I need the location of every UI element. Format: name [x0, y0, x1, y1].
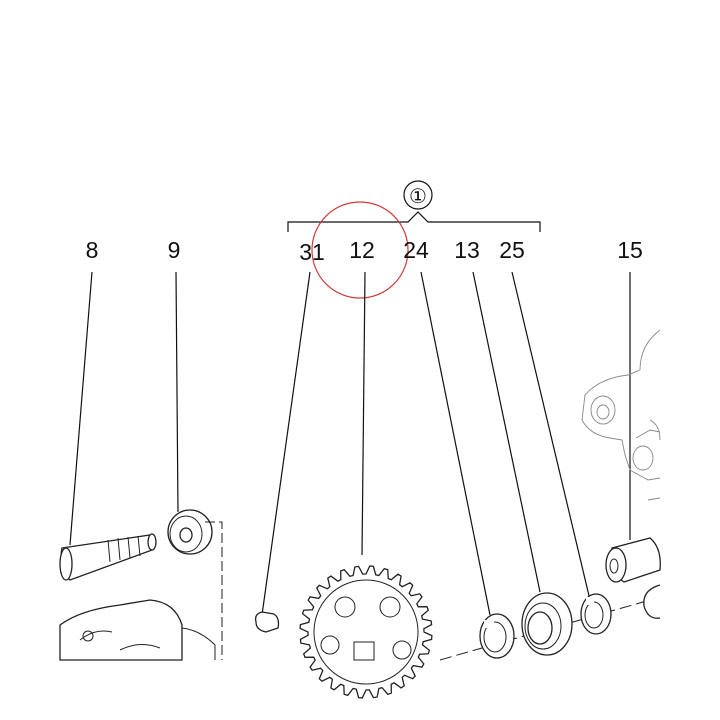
callout-12: 12: [349, 237, 375, 263]
leader-25: [511, 271, 591, 601]
center-line-left: [205, 521, 223, 660]
svg-text:①: ①: [409, 186, 427, 208]
part-31-key: [254, 611, 280, 633]
callout-8: 8: [86, 237, 99, 263]
part-12-gear: [299, 565, 433, 699]
part-24-snap-ring: [479, 613, 515, 659]
housing-top-right: [581, 329, 661, 501]
leader-31: [261, 271, 311, 616]
callout-31: 31: [299, 239, 325, 265]
part-25-snap-ring: [580, 593, 612, 635]
leader-13: [472, 271, 541, 593]
part-13-bearing: [521, 592, 573, 656]
leader-9: [175, 271, 179, 513]
highlight-circle: [311, 201, 409, 299]
callout-9: 9: [168, 237, 181, 263]
o-ring-right: [643, 584, 661, 619]
leader-8: [69, 271, 93, 546]
group-bracket: [287, 211, 541, 232]
housing-bottom-left: [59, 599, 216, 661]
part-9-washer: [167, 509, 213, 555]
part-8-shaft: [59, 533, 157, 581]
callout-25: 25: [499, 237, 525, 263]
callout-15: 15: [617, 237, 643, 263]
group-marker: ①: [403, 180, 433, 210]
callout-24: 24: [403, 237, 429, 263]
leader-lines: [69, 271, 631, 616]
leader-12: [361, 271, 366, 556]
callout-13: 13: [454, 237, 480, 263]
part-15-sleeve: [605, 537, 661, 583]
leader-24: [420, 271, 491, 616]
